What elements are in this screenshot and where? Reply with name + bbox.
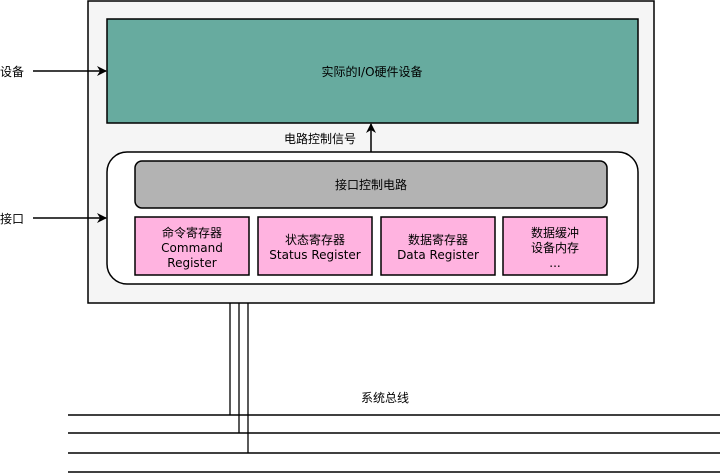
register-label: Register <box>167 256 216 270</box>
register-label: 数据寄存器 <box>408 232 468 247</box>
register-label: 设备内存 <box>531 241 579 255</box>
system-bus-label: 系统总线 <box>361 391 409 405</box>
register-label: 状态寄存器 <box>285 232 345 247</box>
register-label: ... <box>549 256 560 270</box>
register-label: Command <box>161 241 223 255</box>
register-label: 数据缓冲 <box>531 225 579 240</box>
io-hardware-box <box>106 18 639 124</box>
register-command: 命令寄存器 Command Register <box>134 216 250 276</box>
register-label: Status Register <box>269 248 361 262</box>
register-label: 命令寄存器 <box>162 225 222 240</box>
io-hardware-label: 实际的I/O硬件设备 <box>321 64 422 79</box>
register-label: Data Register <box>397 248 479 262</box>
control-signal-label: 电路控制信号 <box>284 131 356 146</box>
register-data: 数据寄存器 Data Register <box>380 216 496 276</box>
register-status: 状态寄存器 Status Register <box>257 216 373 276</box>
interface-control-label: 接口控制电路 <box>335 177 407 192</box>
register-buffer: 数据缓冲 设备内存 ... <box>502 216 608 276</box>
interface-label: 接口 <box>0 211 24 226</box>
interface-control-box <box>134 160 608 209</box>
device-label: 设备 <box>0 65 24 79</box>
